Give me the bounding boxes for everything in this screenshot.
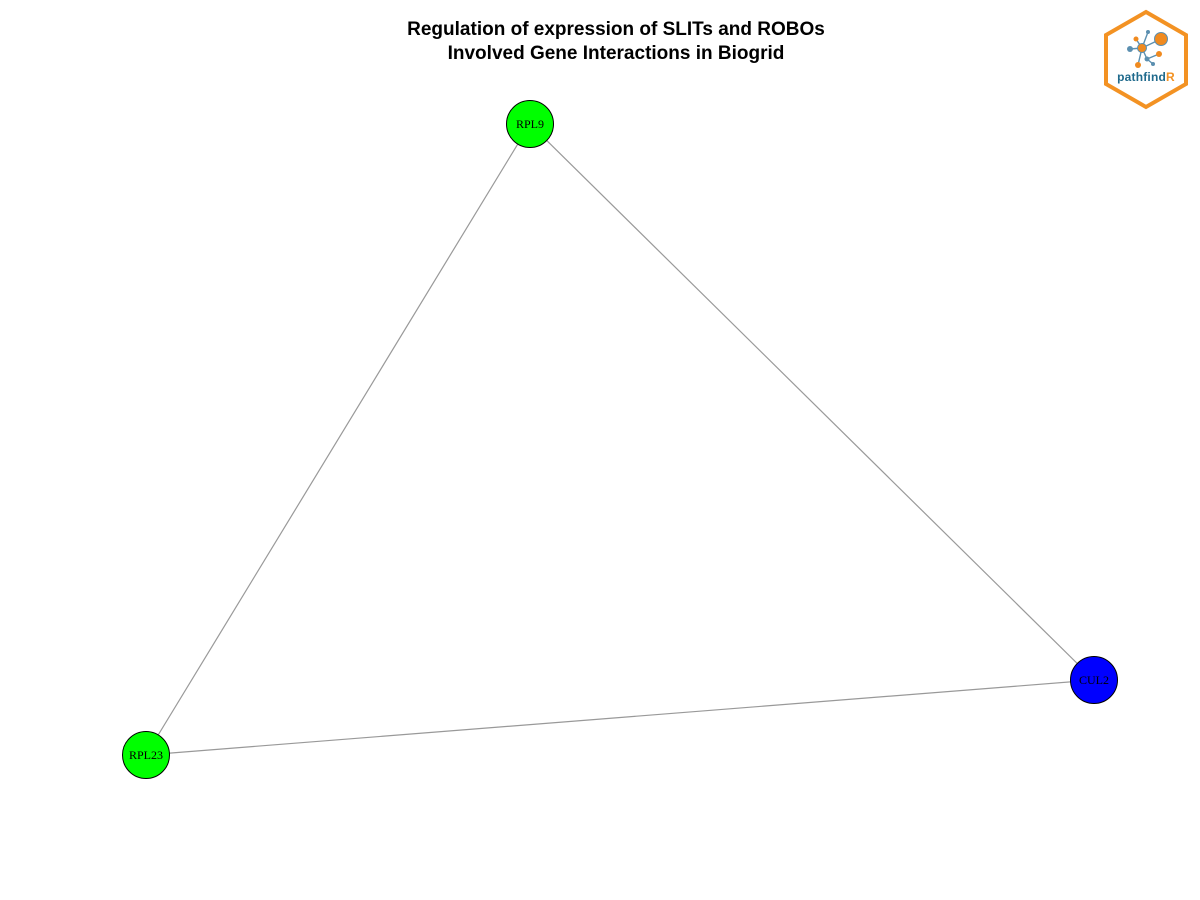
logo-text: pathfindR bbox=[1100, 70, 1192, 84]
node-cul2: CUL2 bbox=[1070, 656, 1118, 704]
node-label-rpl23: RPL23 bbox=[129, 748, 163, 762]
title-line-1: Regulation of expression of SLITs and RO… bbox=[407, 19, 825, 40]
node-rpl9: RPL9 bbox=[506, 100, 554, 148]
node-label-cul2: CUL2 bbox=[1079, 673, 1109, 687]
diagram-title: Regulation of expression of SLITs and RO… bbox=[0, 18, 1200, 66]
node-label-rpl9: RPL9 bbox=[516, 117, 544, 131]
edge-rpl9-rpl23 bbox=[145, 123, 531, 756]
node-circle-rpl23 bbox=[122, 731, 170, 779]
node-rpl23: RPL23 bbox=[122, 731, 170, 779]
node-circle-rpl9 bbox=[506, 100, 554, 148]
node-circle-cul2 bbox=[1070, 656, 1118, 704]
logo-text-main: pathfind bbox=[1117, 70, 1167, 84]
edges-layer bbox=[145, 123, 1095, 756]
logo-hexagon-icon bbox=[1104, 9, 1188, 110]
edge-rpl23-cul2 bbox=[145, 679, 1095, 756]
edge-rpl9-cul2 bbox=[529, 123, 1095, 681]
title-line-2: Involved Gene Interactions in Biogrid bbox=[447, 43, 785, 64]
logo-text-accent: R bbox=[1166, 70, 1175, 84]
pathfindr-logo: pathfindR bbox=[1100, 8, 1192, 112]
